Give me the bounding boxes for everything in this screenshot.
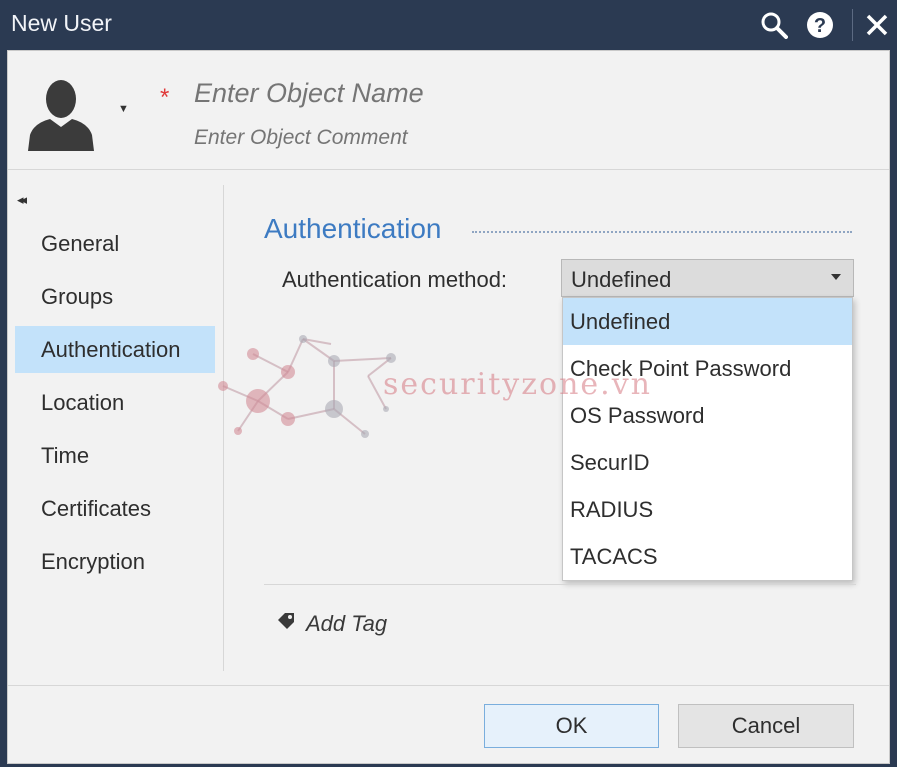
nav-item-certificates[interactable]: Certificates (41, 496, 152, 521)
nav-item-groups[interactable]: Groups (41, 284, 114, 309)
section-title: Authentication (264, 213, 442, 244)
dropdown-option-os-password[interactable]: OS Password (570, 403, 705, 428)
side-nav: General Groups Authentication Location T… (15, 217, 215, 588)
dropdown-option-check-point-password[interactable]: Check Point Password (570, 356, 792, 381)
tag-icon (276, 611, 296, 637)
tags-divider (264, 584, 856, 585)
help-icon[interactable]: ? (803, 8, 837, 42)
object-header: ▼ * (8, 51, 889, 170)
auth-method-label: Authentication method: (282, 267, 508, 292)
dropdown-option-undefined[interactable]: Undefined (563, 298, 852, 345)
new-user-dialog: ▼ * ◂◂ General Groups Authentication Loc… (7, 50, 890, 764)
section-title-rule (472, 231, 852, 233)
nav-item-encryption[interactable]: Encryption (41, 549, 145, 574)
auth-method-dropdown: Undefined Check Point Password OS Passwo… (562, 297, 853, 581)
nav-divider (223, 185, 224, 671)
ok-button[interactable]: OK (484, 704, 659, 748)
nav-item-general[interactable]: General (41, 231, 120, 256)
search-icon[interactable] (757, 8, 791, 42)
chevron-down-icon[interactable]: ▼ (118, 103, 129, 115)
nav-item-authentication[interactable]: Authentication (15, 326, 215, 373)
titlebar-separator (852, 9, 853, 41)
dropdown-option-securid[interactable]: SecurID (570, 450, 650, 475)
auth-method-select[interactable]: Undefined (561, 259, 854, 297)
close-icon[interactable] (860, 8, 894, 42)
footer-divider (8, 685, 889, 686)
title-bar: New User ? (0, 0, 897, 50)
object-comment-input[interactable] (194, 124, 834, 152)
auth-method-value: Undefined (571, 267, 672, 292)
required-marker: * (160, 84, 170, 111)
nav-item-location[interactable]: Location (41, 390, 125, 415)
nav-item-time[interactable]: Time (41, 443, 90, 468)
cancel-button[interactable]: Cancel (678, 704, 854, 748)
add-tag-button[interactable]: Add Tag (276, 611, 387, 637)
window-title: New User (11, 10, 112, 36)
dropdown-option-radius[interactable]: RADIUS (570, 497, 654, 522)
user-avatar-icon[interactable] (26, 77, 96, 151)
chevron-down-icon (831, 274, 841, 280)
object-name-input[interactable] (194, 75, 834, 111)
add-tag-label: Add Tag (306, 611, 388, 636)
svg-text:?: ? (814, 15, 826, 37)
collapse-nav-icon[interactable]: ◂◂ (17, 192, 27, 207)
dropdown-option-tacacs[interactable]: TACACS (570, 544, 658, 569)
